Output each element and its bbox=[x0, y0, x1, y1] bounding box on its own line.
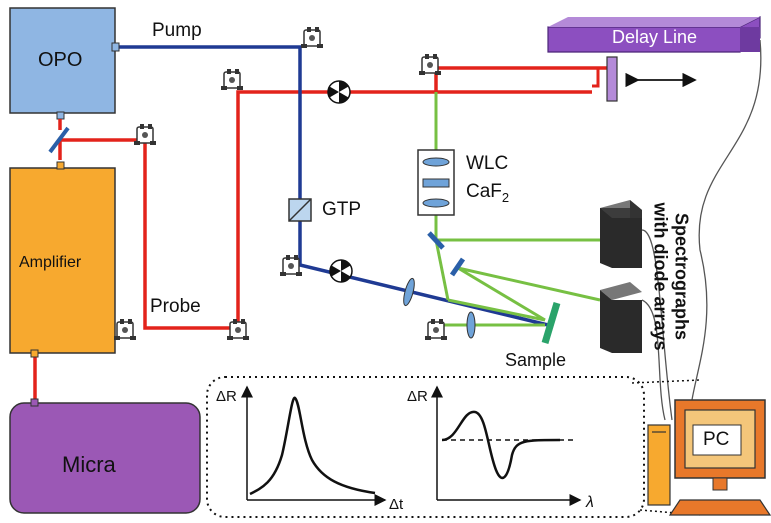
caf2-subscript: 2 bbox=[501, 189, 510, 205]
signal-inset-box bbox=[206, 376, 645, 518]
mirror-mount-icon bbox=[226, 318, 250, 341]
probe-label: Probe bbox=[150, 296, 201, 317]
chopper-icon bbox=[329, 259, 353, 283]
spectrograph-upper bbox=[600, 200, 642, 268]
wlc-beam bbox=[434, 215, 601, 327]
spectrograph-cable-2 bbox=[641, 299, 666, 421]
retroreflector bbox=[592, 56, 618, 102]
wlc-label: WLC bbox=[466, 153, 509, 174]
mirror-mount-icon bbox=[300, 26, 324, 49]
left-plot-xlabel: Δt bbox=[389, 496, 404, 513]
mirror-mount-icon bbox=[133, 123, 157, 146]
sample-label: Sample bbox=[505, 350, 567, 370]
amplifier-box bbox=[9, 167, 116, 354]
spectrograph-lower bbox=[600, 282, 642, 353]
delay-return-beam bbox=[434, 66, 608, 92]
caf2-label: CaF2 bbox=[466, 181, 509, 205]
left-plot bbox=[241, 385, 387, 506]
diode-arrays-label: with diode arrays bbox=[650, 202, 671, 351]
left-plot-ylabel: ΔR bbox=[216, 388, 237, 405]
mirror-mount-icon bbox=[424, 318, 448, 341]
right-plot-xlabel: λ bbox=[586, 494, 594, 511]
kinetic-trace bbox=[249, 396, 376, 496]
micra-label: Micra bbox=[62, 452, 116, 477]
beam-splitter bbox=[48, 126, 70, 154]
mirror-mount-icon bbox=[279, 254, 303, 277]
delay-line-stage bbox=[547, 16, 761, 53]
right-plot bbox=[431, 385, 582, 506]
wlc-splitter bbox=[449, 257, 466, 277]
pump-lens bbox=[403, 277, 415, 307]
mirror-mount-icon bbox=[418, 53, 442, 76]
probe-lens bbox=[466, 311, 476, 339]
mirror-mount-icon bbox=[113, 318, 137, 341]
chopper-icon bbox=[327, 80, 351, 104]
pc-computer bbox=[647, 399, 771, 516]
delay-line-label: Delay Line bbox=[612, 27, 698, 47]
pump-beam bbox=[115, 45, 549, 327]
amplifier-label: Amplifier bbox=[19, 254, 82, 271]
caf2-base: CaF bbox=[466, 181, 502, 202]
mirror-mount-icon bbox=[220, 68, 244, 91]
sample-plate bbox=[541, 301, 561, 345]
spectrographs-label: Spectrographs bbox=[671, 212, 692, 341]
pump-label: Pump bbox=[152, 20, 202, 41]
gtp-label: GTP bbox=[322, 199, 362, 220]
spectral-trace bbox=[441, 410, 561, 480]
right-plot-ylabel: ΔR bbox=[407, 388, 428, 405]
delay-line-cable bbox=[689, 39, 762, 421]
wlc-mirror bbox=[427, 231, 445, 250]
probe-beam bbox=[33, 90, 592, 405]
pc-label: PC bbox=[703, 429, 730, 450]
opo-label: OPO bbox=[38, 49, 83, 71]
spectrograph-cable-1 bbox=[641, 229, 673, 421]
micra-box bbox=[9, 402, 201, 514]
